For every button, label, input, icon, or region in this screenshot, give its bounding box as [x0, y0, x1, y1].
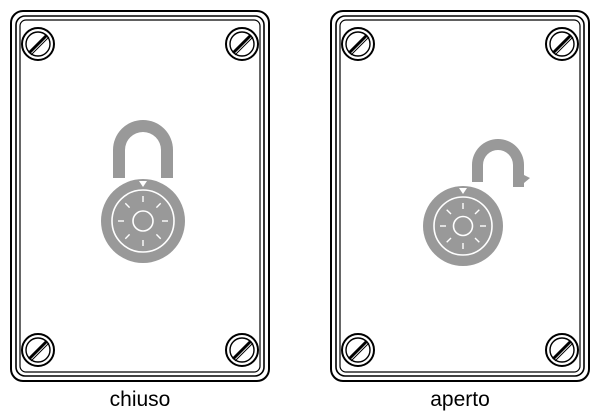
- screw-icon: [21, 27, 55, 61]
- screw-icon: [225, 27, 259, 61]
- padlock-open-icon: [423, 139, 530, 266]
- screw-icon: [545, 27, 579, 61]
- screw-icon: [545, 333, 579, 367]
- screw-icon: [21, 333, 55, 367]
- panel-open: [330, 10, 590, 382]
- label-open: aperto: [430, 388, 490, 411]
- plate-closed: [10, 10, 270, 382]
- screw-icon: [341, 333, 375, 367]
- label-closed: chiuso: [109, 388, 171, 411]
- screw-icon: [225, 333, 259, 367]
- screw-icon: [341, 27, 375, 61]
- plate-open: [330, 10, 590, 382]
- padlock-closed-icon: [101, 120, 185, 263]
- panel-closed: [10, 10, 270, 382]
